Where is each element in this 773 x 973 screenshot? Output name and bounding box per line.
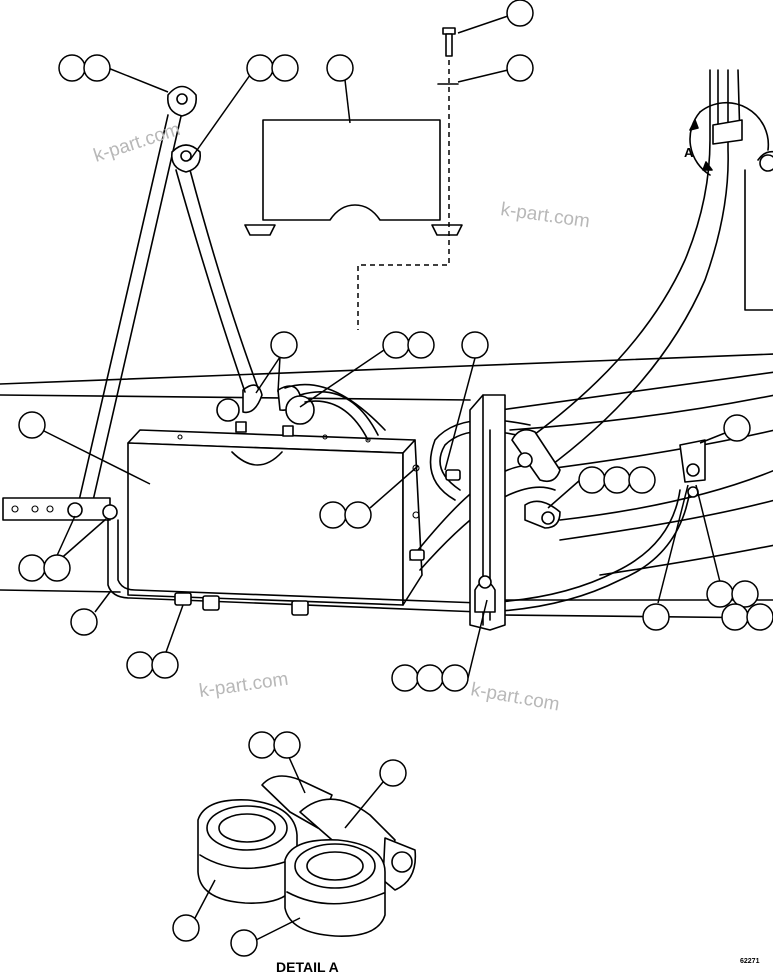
p-clamps: [511, 429, 706, 529]
upper-right-bracket: [744, 150, 773, 311]
watermark-4: k-part.com: [469, 679, 561, 715]
install-path: [357, 60, 450, 330]
watermark-2: k-part.com: [499, 199, 591, 232]
watermark-3: k-part.com: [198, 669, 290, 702]
watermark-1: k-part.com: [91, 119, 183, 167]
battery-terminals: [216, 384, 315, 437]
callouts: [18, 0, 773, 957]
detail-a-clamp: DETAIL A: [197, 775, 417, 973]
cover-bolt: [437, 27, 459, 85]
harness-clips: [174, 469, 461, 616]
cables: [77, 69, 741, 613]
detail-a-caption: DETAIL A: [276, 959, 339, 973]
cable-lugs: [166, 85, 202, 173]
battery-cover: [244, 119, 463, 236]
left-bracket: [2, 497, 118, 521]
drawing-code: 62271: [740, 958, 760, 965]
view-marker-label: A: [684, 145, 694, 160]
channel-bracket: [469, 394, 506, 631]
frame-rails: [0, 353, 773, 619]
battery-box: [127, 429, 423, 606]
detail-a-reference: A: [684, 101, 773, 176]
